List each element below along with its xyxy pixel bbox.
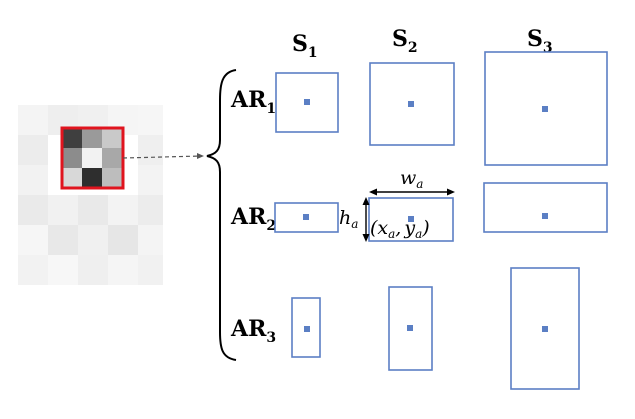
width-arrow [369,188,455,196]
anchor-center-ar1-s3 [542,106,548,112]
scale-label-2: S2 [392,26,418,56]
aspect-ratio-label-3: AR3 [230,316,276,346]
anchor-center-ar1-s1 [304,99,310,105]
anchor-box-ar2-s2 [368,197,454,242]
width-label: wa [400,167,423,191]
anchor-box-ar3-s3 [510,267,580,390]
anchor-center-ar1-s2 [408,101,414,107]
anchor-center-ar2-s1 [303,214,309,220]
anchor-center-ar3-s2 [407,325,413,331]
aspect-ratio-label-2: AR2 [230,204,276,234]
anchor-box-ar2-s3 [483,182,608,233]
scale-label-3: S3 [527,26,553,56]
feature-map-grid [18,105,163,285]
anchor-box-ar2-s1 [274,202,339,233]
anchor-center-ar2-s3 [542,213,548,219]
anchor-box-ar1-s3 [484,51,608,166]
anchor-box-ar1-s2 [369,62,455,146]
aspect-ratio-label-1: AR1 [230,87,276,117]
dashed-connector [122,155,203,159]
anchor-box-ar1-s1 [275,72,339,133]
highlighted-patch [60,126,125,190]
anchor-center-ar3-s1 [304,326,310,332]
anchor-center-ar3-s3 [542,326,548,332]
center-coordinate-label: (xa,ya) [370,217,430,241]
anchor-center-ar2-s2 [408,216,414,222]
anchor-box-ar3-s2 [388,286,433,371]
curly-brace [206,69,237,361]
height-arrow [362,197,370,242]
connector-arrowhead [197,153,204,159]
anchor-box-ar3-s1 [291,297,321,358]
height-label: ha [339,207,358,231]
scale-label-1: S1 [292,31,318,61]
